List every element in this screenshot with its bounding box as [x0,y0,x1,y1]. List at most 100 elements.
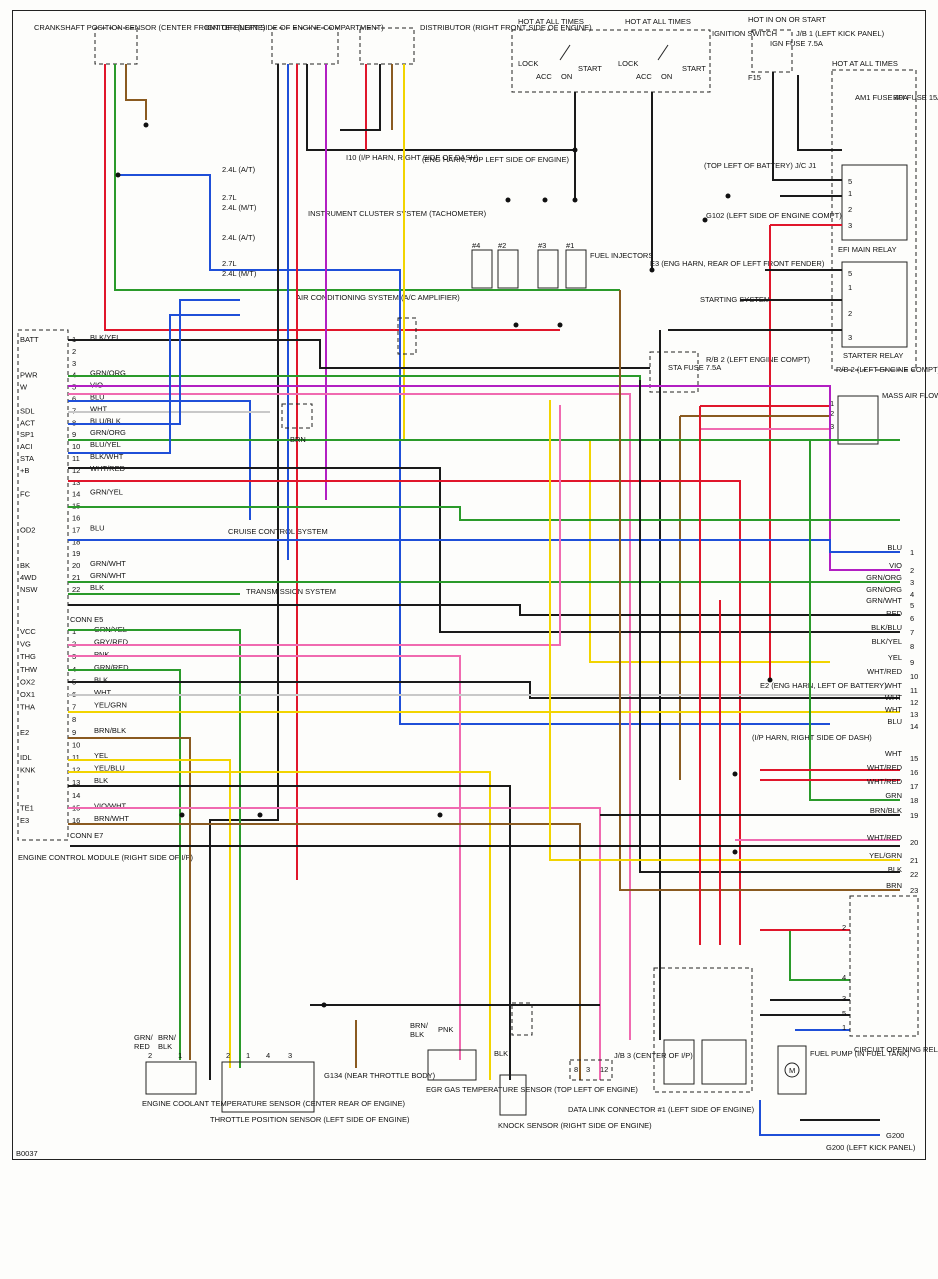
svg-text:2.7L: 2.7L [222,259,237,268]
ecm-terminal-name: E2 [20,728,29,737]
fuel-injectors-label: FUEL INJECTORS [590,251,653,260]
svg-text:3: 3 [848,333,852,342]
bus-terminal-number: 20 [910,838,918,847]
ecm-wire-color: GRN/YEL [90,488,123,497]
ecm-pin-number: 11 [72,753,80,762]
ecm-pin-number: 8 [72,418,76,427]
svg-text:2.7L: 2.7L [222,193,237,202]
bus-wire-color: RED [886,609,902,618]
bus-wire-color: GRN/WHT [866,596,902,605]
svg-text:2: 2 [842,923,846,932]
ecm-pin-number: 20 [72,561,80,570]
ecm-terminal-name: THG [20,652,36,661]
splice-e3-label: E3 (ENG HARN, REAR OF LEFT FRONT FENDER) [650,259,825,268]
svg-text:BRN/: BRN/ [410,1021,429,1030]
bus-terminal-number: 7 [910,628,914,637]
svg-text:3: 3 [848,221,852,230]
ecm-wire-color: VIO/WHT [94,801,126,810]
ecm-terminal-name: 4WD [20,573,37,582]
svg-text:5: 5 [848,177,852,186]
engine-variant-notes: 2.4L (A/T) 2.7L 2.4L (M/T) 2.4L (A/T) 2.… [222,165,257,278]
ecm-wire-color: WHT [90,404,107,413]
rb2-label: R/B 2 (LEFT ENGINE COMPT) [836,365,938,374]
fuel-injectors: FUEL INJECTORS #4#2#3#1 [471,241,653,289]
ecm-terminal-name: TE1 [20,803,34,812]
harness-wires [68,64,900,1136]
svg-text:2: 2 [830,409,834,418]
ecm-terminal-name: SDL [20,406,35,415]
circuit-opening-relay-label: CIRCUIT OPENING RELAY (BEHIND LEFT SIDE … [854,1045,938,1054]
svg-text:BLK: BLK [410,1030,424,1039]
ecm-pin-number: 10 [72,740,80,749]
bus-terminal-number: 14 [910,722,918,731]
tps-label: THROTTLE POSITION SENSOR (LEFT SIDE OF E… [210,1115,410,1124]
efi-main-relay-label: EFI MAIN RELAY [838,245,897,254]
svg-text:1: 1 [178,1051,182,1060]
bus-terminal-number: 11 [910,686,918,695]
ecm-wire-color: GRN/ORG [90,369,126,378]
ecm-pin-number: 6 [72,395,76,404]
bus-terminal-number: 16 [910,768,918,777]
svg-text:8: 8 [574,1065,578,1074]
ecm-wire-color: BLU/YEL [90,440,121,449]
svg-text:#4: #4 [472,241,480,250]
bus-wire-color: BRN/BLK [870,806,902,815]
ect-sensor-label: ENGINE COOLANT TEMPERATURE SENSOR (CENTE… [142,1099,405,1108]
bus-terminal-number: 17 [910,782,918,791]
bus-terminal-number: 4 [910,590,914,599]
ecm-wire-color: BLU [90,523,105,532]
svg-text:M: M [789,1066,795,1075]
ecm-pin-number: 18 [72,537,80,546]
egr-sensor-label: EGR GAS TEMPERATURE SENSOR (TOP LEFT OF … [426,1085,638,1094]
ecm-terminal-name: +B [20,466,29,475]
svg-text:1: 1 [842,1023,846,1032]
svg-text:1: 1 [830,399,834,408]
bus-wire-color: BLK/YEL [872,637,902,646]
ecm-label: ENGINE CONTROL MODULE (RIGHT SIDE OF I/P… [18,853,194,862]
bus-terminal-number: 10 [910,672,918,681]
ecm-terminal-name: ACT [20,418,35,427]
svg-text:ACC: ACC [636,72,652,81]
ground-g134: G134 (NEAR THROTTLE BODY) [324,1020,436,1080]
ecm-wire-color: YEL [94,751,108,760]
ecm-terminal-name: VCC [20,627,36,636]
ecm-pin-number: 12 [72,466,80,475]
bus-terminal-number: 18 [910,796,918,805]
svg-text:ON: ON [561,72,572,81]
ecm-wire-color: BRN/WHT [94,814,129,823]
bus-terminal-number: 8 [910,642,914,651]
svg-text:START: START [578,64,602,73]
bus-wire-color: WHT/RED [867,667,903,676]
bus-terminal-number: 23 [910,886,918,895]
egr-temperature-sensor: EGR GAS TEMPERATURE SENSOR (TOP LEFT OF … [410,1021,638,1094]
ground-g200: G200 G200 (LEFT KICK PANEL) [826,1131,916,1152]
ecm-wire-color: BRN/BLK [94,726,126,735]
svg-text:3: 3 [586,1065,590,1074]
svg-text:2.4L (A/T): 2.4L (A/T) [222,165,256,174]
svg-text:RED: RED [134,1042,150,1051]
svg-text:LOCK: LOCK [518,59,538,68]
splice-i10-label: I10 (I/P HARN, RIGHT SIDE OF DASH) [346,153,479,162]
ecm-pin-number: 5 [72,383,76,392]
bus-wire-color: BRN [886,881,902,890]
ecm-wire-color: BLK [94,776,108,785]
svg-text:4: 4 [842,973,846,982]
ecm-terminal-name: OD2 [20,525,35,534]
efi-fuse: EFI FUSE 15A [893,93,938,102]
crank-sensor-label: CRANKSHAFT POSITION SENSOR (CENTER FRONT… [34,23,266,32]
svg-text:2.4L (A/T): 2.4L (A/T) [222,233,256,242]
ecm-wire-color: GRN/WHT [90,571,126,580]
diagram-id: B0037 [16,1149,38,1158]
bus-terminal-number: 6 [910,614,914,623]
ecm-terminal-name: FC [20,490,31,499]
ecm-wire-color: PNK [94,650,109,659]
ecm-wire-color: GRN/ORG [90,428,126,437]
ecm-terminal-name: OX1 [20,690,35,699]
ecm-terminal-name: THW [20,665,38,674]
jc-j1-label: (TOP LEFT OF BATTERY) J/C J1 [704,161,816,170]
bus-terminal-number: 9 [910,658,914,667]
bus-terminal-number: 21 [910,856,918,865]
svg-text:2.4L (M/T): 2.4L (M/T) [222,269,257,278]
bus-wire-color: BLU [887,543,902,552]
svg-text:2: 2 [848,205,852,214]
